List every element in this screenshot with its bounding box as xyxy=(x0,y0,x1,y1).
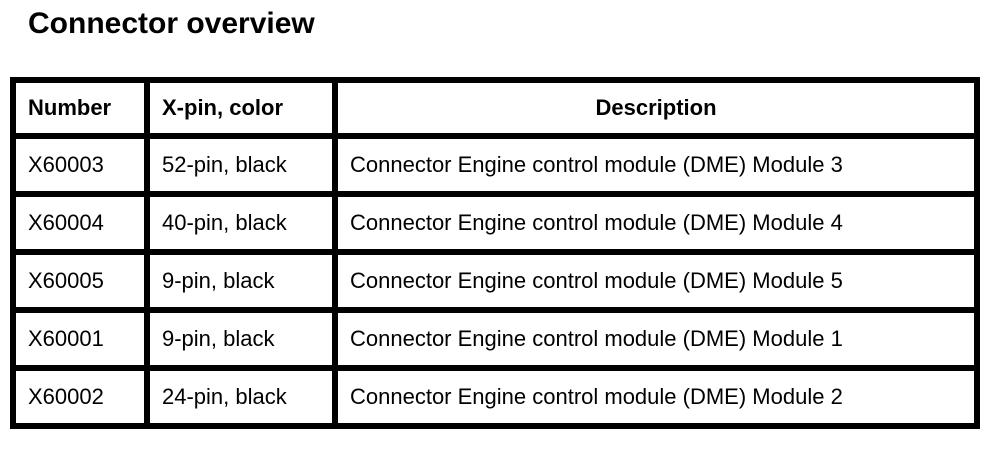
connector-overview-table: Number X-pin, color Description X60003 5… xyxy=(10,77,980,429)
cell-xpin-color: 9-pin, black xyxy=(144,249,338,313)
table-header-row: Number X-pin, color Description xyxy=(10,77,980,139)
table-row: X60003 52-pin, black Connector Engine co… xyxy=(10,133,980,197)
cell-xpin-color: 24-pin, black xyxy=(144,365,338,429)
header-xpin-color: X-pin, color xyxy=(144,77,338,139)
cell-description: Connector Engine control module (DME) Mo… xyxy=(332,307,980,371)
cell-xpin-color: 52-pin, black xyxy=(144,133,338,197)
cell-description: Connector Engine control module (DME) Mo… xyxy=(332,133,980,197)
table-row: X60004 40-pin, black Connector Engine co… xyxy=(10,191,980,255)
header-number: Number xyxy=(10,77,150,139)
table-row: X60002 24-pin, black Connector Engine co… xyxy=(10,365,980,429)
table-row: X60005 9-pin, black Connector Engine con… xyxy=(10,249,980,313)
cell-xpin-color: 9-pin, black xyxy=(144,307,338,371)
cell-number: X60003 xyxy=(10,133,150,197)
page-title: Connector overview xyxy=(28,7,315,40)
cell-number: X60001 xyxy=(10,307,150,371)
cell-description: Connector Engine control module (DME) Mo… xyxy=(332,191,980,255)
cell-description: Connector Engine control module (DME) Mo… xyxy=(332,249,980,313)
header-description: Description xyxy=(332,77,980,139)
cell-description: Connector Engine control module (DME) Mo… xyxy=(332,365,980,429)
cell-number: X60005 xyxy=(10,249,150,313)
cell-number: X60004 xyxy=(10,191,150,255)
table-row: X60001 9-pin, black Connector Engine con… xyxy=(10,307,980,371)
cell-xpin-color: 40-pin, black xyxy=(144,191,338,255)
cell-number: X60002 xyxy=(10,365,150,429)
